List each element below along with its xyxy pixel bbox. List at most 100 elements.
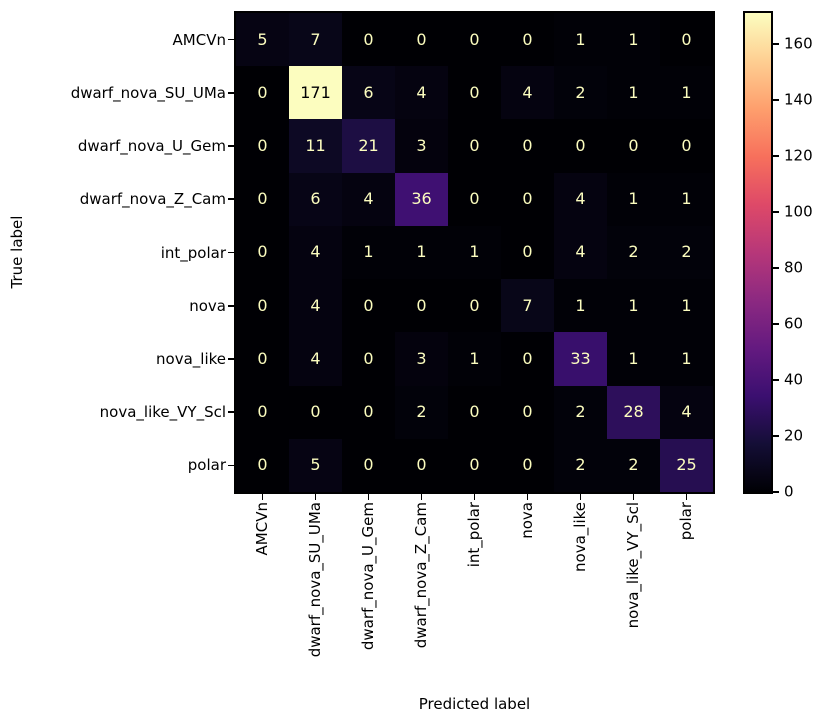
x-tick-label: int_polar — [464, 502, 486, 567]
cell-value: 6 — [310, 189, 321, 209]
cell-value: 33 — [570, 348, 591, 368]
heatmap-cell: 1 — [554, 13, 607, 67]
cell-value: 4 — [310, 295, 321, 315]
x-tick-label: polar — [676, 502, 698, 540]
heatmap-cell: 4 — [554, 172, 607, 226]
colorbar-tick-mark — [773, 435, 779, 437]
cell-value: 2 — [575, 82, 586, 102]
heatmap-cell: 1 — [607, 13, 660, 67]
cell-value: 0 — [469, 82, 480, 102]
colorbar-tick-label: 40 — [784, 370, 804, 389]
cell-value: 7 — [522, 295, 533, 315]
cell-value: 0 — [522, 29, 533, 49]
cell-value: 1 — [575, 295, 586, 315]
heatmap-cell: 0 — [342, 438, 395, 492]
heatmap-cell: 4 — [289, 332, 342, 386]
y-tick-label: dwarf_nova_U_Gem — [77, 136, 226, 155]
cell-value: 1 — [681, 348, 692, 368]
y-tick-label: polar — [187, 456, 226, 475]
cell-value: 4 — [575, 189, 586, 209]
cell-value: 4 — [416, 82, 427, 102]
heatmap-cell: 1 — [607, 66, 660, 120]
heatmap-cell: 0 — [236, 438, 289, 492]
cell-value: 1 — [363, 242, 374, 262]
heatmap-cell: 0 — [448, 438, 501, 492]
heatmap-cell: 2 — [660, 225, 713, 280]
x-tick-label-text: int_polar — [465, 502, 484, 568]
cell-value: 0 — [363, 402, 374, 422]
heatmap-cell: 1 — [660, 66, 713, 120]
x-tick-label-text: dwarf_nova_U_Gem — [359, 502, 378, 651]
heatmap-cell: 11 — [289, 119, 342, 173]
heatmap-cell: 0 — [289, 385, 342, 439]
cell-value: 2 — [575, 455, 586, 475]
heatmap-cell: 4 — [501, 66, 554, 120]
heatmap-cell: 28 — [607, 385, 660, 439]
heatmap-cell: 0 — [236, 172, 289, 226]
heatmap-cell: 3 — [395, 332, 448, 386]
heatmap-cell: 1 — [342, 225, 395, 280]
cell-value: 0 — [257, 189, 268, 209]
cell-value: 0 — [310, 402, 321, 422]
heatmap-cell: 0 — [660, 13, 713, 67]
heatmap-cell: 4 — [342, 172, 395, 226]
x-tick-mark — [526, 494, 529, 500]
cell-value: 1 — [681, 189, 692, 209]
heatmap-cell: 0 — [236, 66, 289, 120]
heatmap-cell: 5 — [289, 438, 342, 492]
cell-value: 4 — [681, 402, 692, 422]
heatmap-cell: 4 — [554, 225, 607, 280]
y-tick-label: AMCVn — [172, 30, 226, 49]
cell-value: 3 — [416, 348, 427, 368]
x-tick-mark — [632, 494, 635, 500]
heatmap-cell: 0 — [342, 13, 395, 67]
heatmap-cell: 0 — [236, 385, 289, 439]
x-tick-mark — [367, 494, 370, 500]
heatmap-cell: 171 — [289, 66, 342, 120]
x-tick-mark — [261, 494, 264, 500]
y-tick-label: nova_like — [156, 349, 226, 368]
heatmap-cell: 4 — [289, 279, 342, 333]
heatmap-cell: 0 — [501, 332, 554, 386]
y-tick-label: nova_like_VY_Scl — [99, 402, 226, 421]
heatmap-cell: 6 — [342, 66, 395, 120]
heatmap-cell: 0 — [236, 119, 289, 173]
y-tick-label: nova — [189, 296, 226, 315]
colorbar-tick-label: 0 — [784, 482, 794, 501]
y-tick-mark — [228, 38, 234, 41]
heatmap-cell: 1 — [448, 225, 501, 280]
cell-value: 0 — [628, 136, 639, 156]
cell-value: 2 — [628, 455, 639, 475]
cell-value: 1 — [628, 295, 639, 315]
x-tick-label: dwarf_nova_SU_UMa — [305, 502, 327, 657]
x-tick-label: nova_like — [570, 502, 592, 572]
x-tick-label-text: polar — [677, 502, 696, 541]
cell-value: 0 — [363, 455, 374, 475]
heatmap-cell: 0 — [395, 13, 448, 67]
cell-value: 0 — [363, 295, 374, 315]
x-tick-label: dwarf_nova_U_Gem — [358, 502, 380, 650]
cell-value: 0 — [575, 136, 586, 156]
heatmap-cell: 3 — [395, 119, 448, 173]
y-tick-label: dwarf_nova_SU_UMa — [70, 83, 226, 102]
cell-value: 28 — [623, 402, 644, 422]
x-tick-label-text: dwarf_nova_SU_UMa — [306, 502, 325, 658]
cell-value: 2 — [681, 242, 692, 262]
colorbar-tick-mark — [773, 323, 779, 325]
colorbar-tick-label: 80 — [784, 258, 804, 277]
y-axis-title-text: True label — [8, 215, 26, 289]
cell-value: 0 — [469, 136, 480, 156]
heatmap-cell: 0 — [607, 119, 660, 173]
colorbar-tick-label: 160 — [784, 34, 813, 53]
y-tick-mark — [228, 145, 234, 147]
cell-value: 3 — [416, 136, 427, 156]
cell-value: 4 — [522, 82, 533, 102]
y-tick-mark — [228, 411, 234, 413]
cell-value: 11 — [305, 136, 326, 156]
cell-value: 36 — [411, 189, 432, 209]
heatmap-cell: 1 — [660, 279, 713, 333]
heatmap-cell: 2 — [554, 385, 607, 439]
colorbar-tick-label: 60 — [784, 314, 804, 333]
cell-value: 4 — [575, 242, 586, 262]
